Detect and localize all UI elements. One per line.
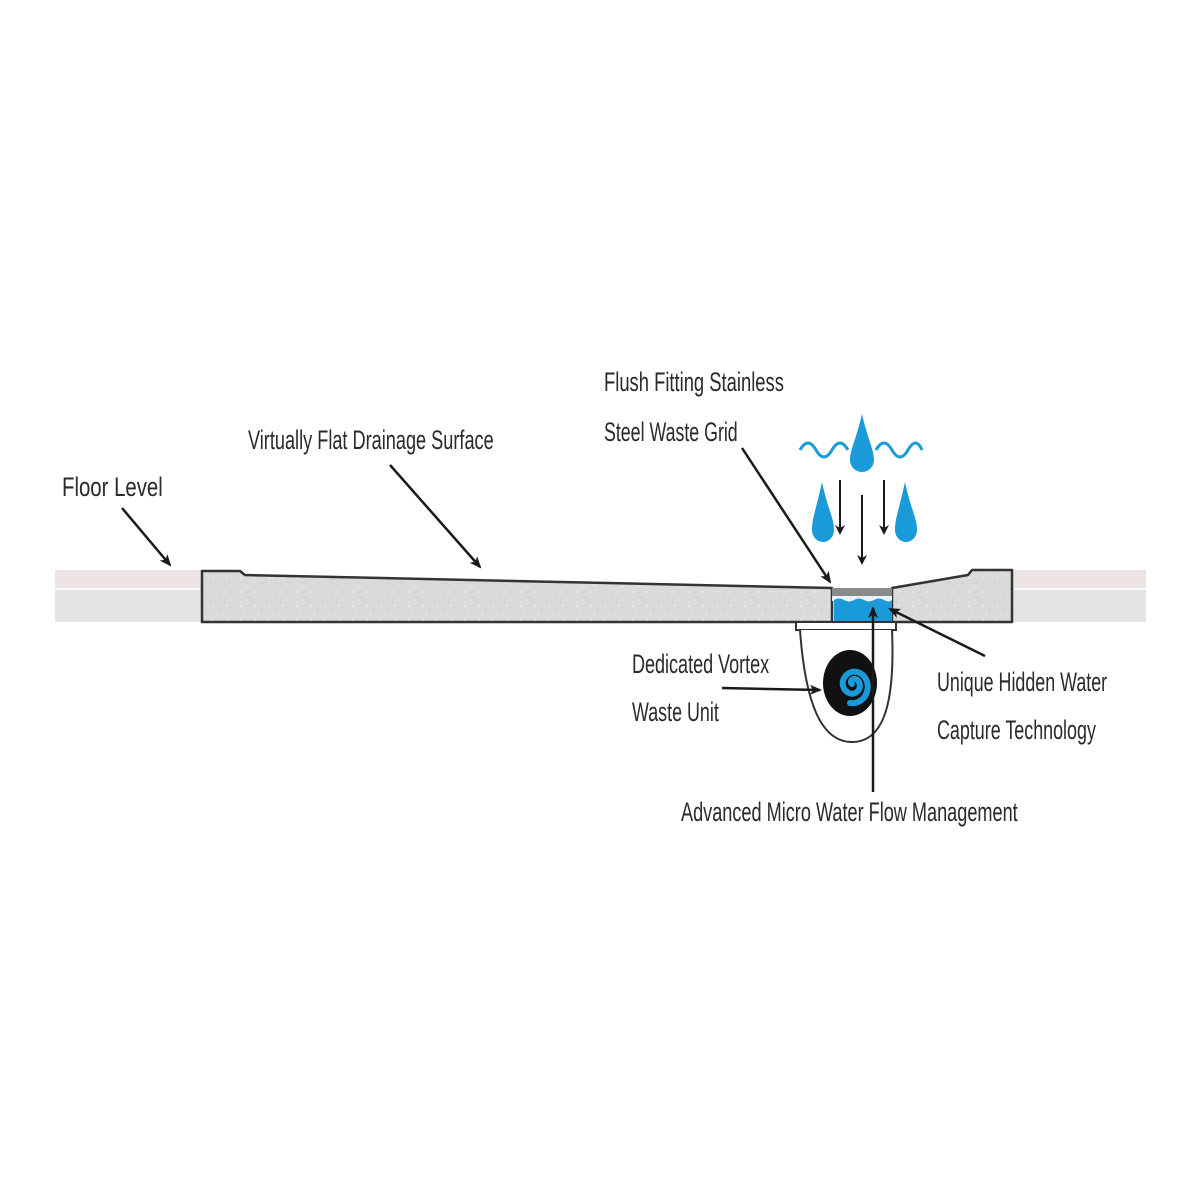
water-drop-icon: [895, 482, 917, 542]
capture-arrow: [888, 607, 986, 658]
wave-icon: [874, 441, 924, 459]
label-grid-line2: Steel Waste Grid: [604, 417, 738, 447]
floor-left: [55, 570, 202, 622]
grid-arrow: [740, 447, 832, 584]
floor-level-arrow: [121, 507, 172, 567]
label-flat-surface: Virtually Flat Drainage Surface: [248, 425, 494, 455]
water-drop-icon: [850, 414, 874, 472]
water-drop-icon: [812, 482, 834, 542]
vortex-swirl-icon: [839, 668, 871, 706]
flow-arrows: [835, 480, 889, 565]
label-floor-level: Floor Level: [62, 472, 163, 502]
label-vortex-line1: Dedicated Vortex: [632, 649, 769, 679]
label-vortex-line2: Waste Unit: [632, 697, 719, 727]
label-capture-line1: Unique Hidden Water: [937, 667, 1107, 697]
label-capture-line2: Capture Technology: [937, 715, 1096, 745]
waste-grid: [832, 588, 892, 622]
water-icon-group: [798, 414, 924, 542]
label-micro-flow: Advanced Micro Water Flow Management: [681, 797, 1018, 827]
flat-surface-arrow: [389, 464, 482, 569]
floor-right: [1012, 570, 1146, 622]
label-grid-line1: Flush Fitting Stainless: [604, 367, 784, 397]
wave-icon: [798, 441, 850, 459]
vortex-arrow: [721, 684, 822, 695]
vortex-waste-unit: [795, 621, 897, 744]
